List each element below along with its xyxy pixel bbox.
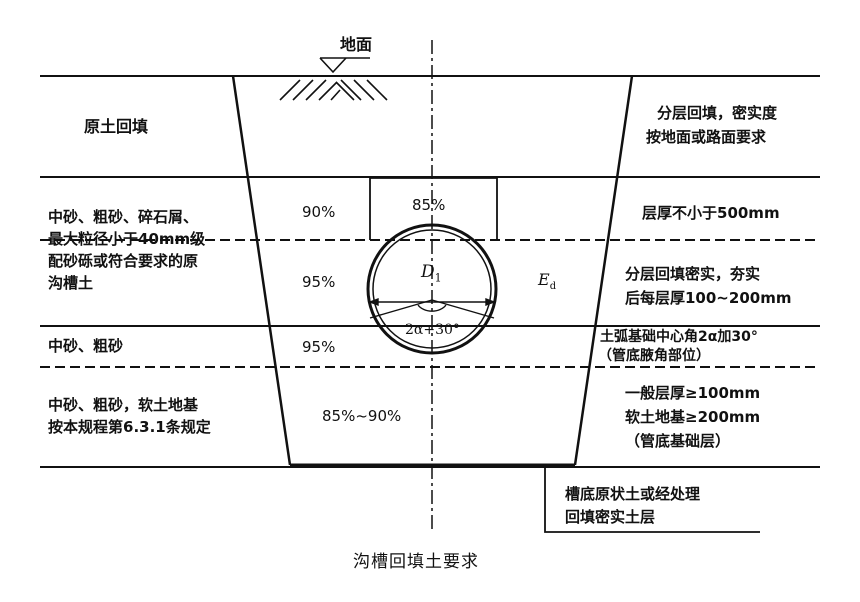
trench-right-wall [573,75,634,466]
right-label-row5-line2: 软土地基≥200mm [625,408,761,426]
ground-label: 地面 [340,35,373,54]
compaction-row4: 95% [302,338,336,356]
left-label-row4-line1: 中砂、粗砂，软土地基 [48,396,199,414]
diameter-subscript: 1 [434,271,442,285]
right-label-row3-line2: 后每层厚100~200mm [625,289,792,307]
right-label-row1-line1: 分层回填，密实度 [657,104,778,122]
figure-caption: 沟槽回填土要求 [353,552,479,572]
left-label-row4-line2: 按本规程第6.3.1条规定 [48,418,211,436]
diameter-symbol: D [421,262,435,282]
ground-symbol-icon [279,57,388,101]
diameter-label: D1 [421,262,442,288]
left-label-row1: 原土回填 [84,117,149,136]
pipe-zone-box [369,177,498,240]
right-label-row1-line2: 按地面或路面要求 [646,128,767,146]
left-label-row2-line3: 配砂砾或符合要求的原 [48,252,199,270]
modulus-symbol: E [538,270,550,289]
right-label-row5-line3: （管底基础层） [625,432,731,450]
bottom-note-line2: 回填密实土层 [565,508,656,526]
bottom-note-line1: 槽底原状土或经处理 [565,485,701,503]
compaction-row5: 85%~90% [322,407,402,425]
right-label-row5-line1: 一般层厚≥100mm [625,384,761,402]
right-label-row4-line1: 土弧基础中心角2α加30° [600,329,758,345]
compaction-row2-top: 85% [412,196,446,214]
bottom-note-bracket [544,467,760,533]
angle-label: 2α+30° [405,322,460,338]
right-label-row4-line2: （管底腋角部位） [598,348,710,364]
left-label-row3: 中砂、粗砂 [48,337,124,355]
left-label-row2-line1: 中砂、粗砂、碎石屑、 [48,208,199,226]
left-label-row2-line2: 最大粒径小于40mm级 [48,230,206,248]
modulus-subscript: d [549,281,557,293]
compaction-row3: 95% [302,273,336,291]
left-label-row2-line4: 沟槽土 [48,274,94,292]
compaction-row2-side: 90% [302,203,336,221]
right-label-row3-line1: 分层回填密实，夯实 [625,265,761,283]
trench-left-wall [231,75,292,466]
right-label-row2: 层厚不小于500mm [642,204,780,222]
modulus-label: Ed [538,270,556,297]
